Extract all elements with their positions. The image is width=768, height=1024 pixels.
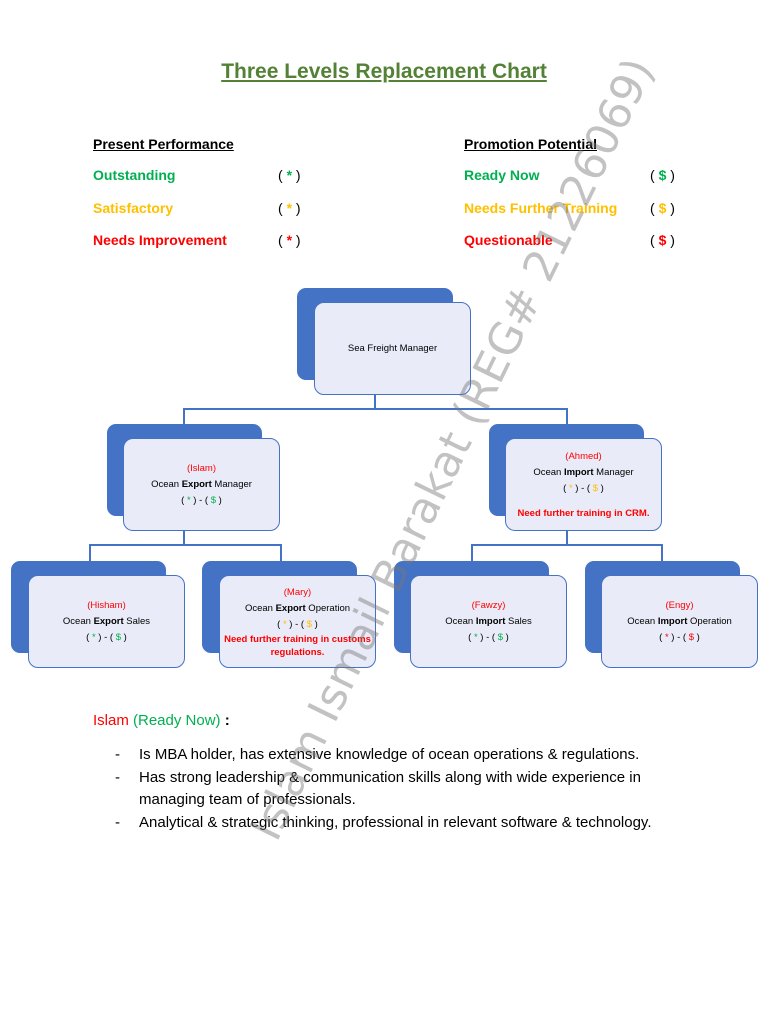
import-sales-name: (Fawzy) [471, 599, 506, 611]
import-manager-box: (Ahmed) Ocean Import Manager ( * ) - ( $… [505, 438, 662, 531]
connector-to-export-manager [183, 408, 185, 425]
legend-further-training-symbol: ( $ ) [650, 200, 675, 216]
export-sales-name: (Hisham) [87, 599, 126, 611]
export-manager-role: Ocean Export Manager [151, 478, 252, 490]
legend-outstanding-symbol: ( * ) [278, 167, 301, 183]
connector-import-down [566, 531, 568, 545]
potential-heading: Promotion Potential [464, 136, 597, 152]
export-manager-rating: ( * ) - ( $ ) [181, 494, 222, 506]
connector-to-import-manager [566, 408, 568, 438]
legend-further-training-label: Needs Further Training [464, 200, 618, 216]
legend-satisfactory-label: Satisfactory [93, 200, 174, 216]
connector-to-import-sales [471, 544, 473, 562]
export-manager-box: (Islam) Ocean Export Manager ( * ) - ( $… [123, 438, 280, 531]
export-operation-note: Need further training in customs regulat… [224, 633, 371, 658]
connector-level1-bar [183, 408, 567, 410]
legend-ready-now-label: Ready Now [464, 167, 540, 183]
description-list: -Is MBA holder, has extensive knowledge … [110, 744, 710, 835]
legend-outstanding-label: Outstanding [93, 167, 176, 183]
connector-to-export-sales [89, 544, 91, 562]
export-operation-rating: ( * ) - ( $ ) [277, 618, 318, 630]
import-sales-rating: ( * ) - ( $ ) [468, 631, 509, 643]
legend-satisfactory-symbol: ( * ) [278, 200, 301, 216]
connector-import-bar [471, 544, 662, 546]
connector-to-export-operation [280, 544, 282, 562]
list-item: -Is MBA holder, has extensive knowledge … [115, 746, 640, 763]
import-operation-name: (Engy) [665, 599, 694, 611]
export-sales-box: (Hisham) Ocean Export Sales ( * ) - ( $ … [28, 575, 185, 668]
sea-freight-manager-box: Sea Freight Manager [314, 302, 471, 395]
page-title: Three Levels Replacement Chart [221, 60, 547, 83]
connector-top-down [374, 395, 376, 409]
list-item: -Analytical & strategic thinking, profes… [115, 814, 652, 831]
import-sales-box: (Fawzy) Ocean Import Sales ( * ) - ( $ ) [410, 575, 567, 668]
legend-questionable-symbol: ( $ ) [650, 232, 675, 248]
export-operation-name: (Mary) [283, 586, 312, 598]
legend-questionable-label: Questionable [464, 232, 553, 248]
import-operation-role: Ocean Import Operation [627, 615, 732, 627]
sea-freight-manager-role: Sea Freight Manager [347, 342, 438, 354]
import-operation-rating: ( * ) - ( $ ) [659, 631, 700, 643]
legend-improvement-label: Needs Improvement [93, 232, 227, 248]
import-sales-role: Ocean Import Sales [445, 615, 532, 627]
connector-export-bar [89, 544, 281, 546]
export-sales-rating: ( * ) - ( $ ) [86, 631, 127, 643]
import-manager-note: Need further training in CRM. [517, 508, 650, 519]
description-heading: Islam (Ready Now) : [93, 712, 230, 729]
connector-export-down [183, 530, 185, 545]
import-operation-box: (Engy) Ocean Import Operation ( * ) - ( … [601, 575, 758, 668]
connector-to-import-operation [661, 544, 663, 562]
export-manager-name: (Islam) [186, 462, 217, 474]
export-operation-role: Ocean Export Operation [244, 602, 351, 614]
import-manager-rating: ( * ) - ( $ ) [563, 483, 604, 494]
import-manager-name: (Ahmed) [565, 451, 602, 462]
export-sales-role: Ocean Export Sales [62, 615, 151, 627]
export-operation-box: (Mary) Ocean Export Operation ( * ) - ( … [219, 575, 376, 668]
import-manager-role: Ocean Import Manager [533, 467, 634, 478]
legend-improvement-symbol: ( * ) [278, 232, 301, 248]
list-item: -Has strong leadership & communication s… [115, 769, 641, 808]
performance-heading: Present Performance [93, 136, 234, 152]
legend-ready-now-symbol: ( $ ) [650, 167, 675, 183]
